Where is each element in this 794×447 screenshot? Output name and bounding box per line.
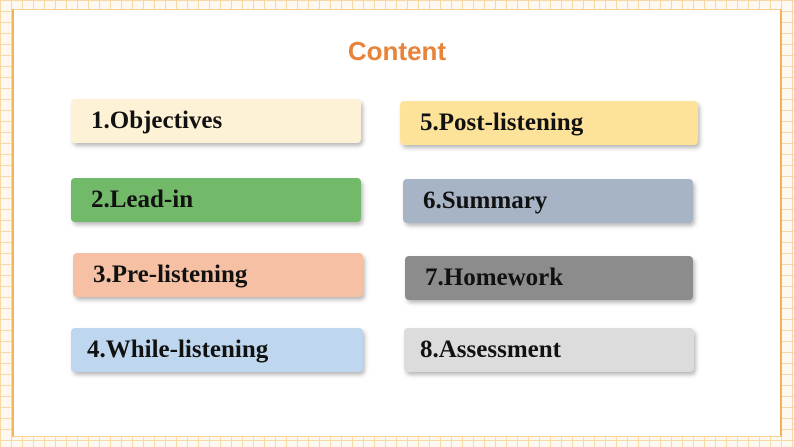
item-assessment[interactable]: 8.Assessment <box>404 328 694 372</box>
page-title: Content <box>347 36 447 66</box>
item-homework[interactable]: 7.Homework <box>405 256 693 300</box>
item-objectives[interactable]: 1.Objectives <box>71 99 361 143</box>
item-summary[interactable]: 6.Summary <box>403 179 693 223</box>
item-post-listening[interactable]: 5.Post-listening <box>400 101 698 145</box>
item-while-listening[interactable]: 4.While-listening <box>71 328 363 372</box>
item-pre-listening[interactable]: 3.Pre-listening <box>73 253 363 297</box>
slide-panel <box>12 9 782 437</box>
item-lead-in[interactable]: 2.Lead-in <box>71 178 361 222</box>
